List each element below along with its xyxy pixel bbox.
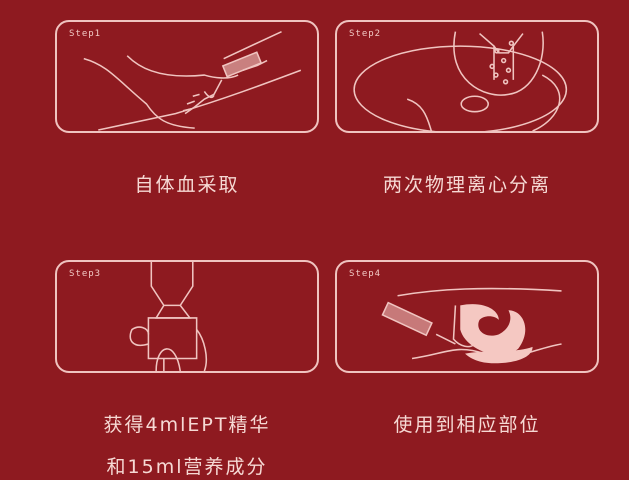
step4-label: Step4 <box>349 269 382 279</box>
step2-panel: Step2 <box>335 20 599 133</box>
step1-caption: 自体血采取 <box>134 174 240 196</box>
step2-caption: 两次物理离心分离 <box>382 174 551 196</box>
centrifuge-icon <box>353 31 568 131</box>
step3-panel: Step3 <box>55 260 319 373</box>
hand-holding-tube-icon <box>129 262 208 371</box>
arm-blood-draw-icon <box>83 30 302 131</box>
step4-panel: Step4 <box>335 260 599 373</box>
step4-caption: 使用到相应部位 <box>393 414 541 436</box>
step1-panel: Step1 <box>55 20 319 133</box>
step3-caption-line2: 和15ml营养成分 <box>106 456 268 478</box>
step1-label: Step1 <box>69 29 102 39</box>
step2-label: Step2 <box>349 29 382 39</box>
step3-caption-line1: 获得4mlEPT精华 <box>103 414 271 436</box>
syringe-injection-icon <box>381 287 562 364</box>
step3-label: Step3 <box>69 269 102 279</box>
